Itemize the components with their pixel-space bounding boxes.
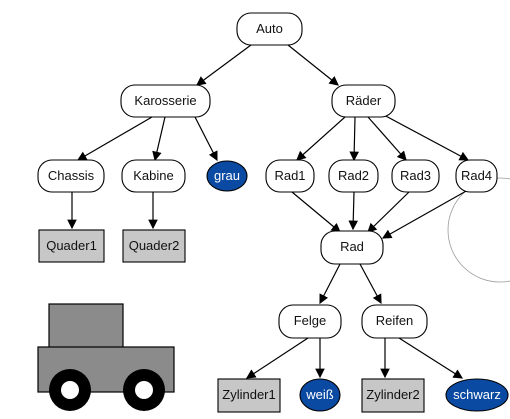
node-rad3 <box>391 159 440 193</box>
node-auto <box>236 12 303 46</box>
node-schwarz <box>445 378 509 412</box>
node-quader1-label: Quader1 <box>46 238 97 253</box>
node-rad <box>320 230 384 265</box>
node-rad3-label: Rad3 <box>400 168 431 183</box>
edge-karosserie-grau <box>194 116 218 162</box>
node-quader2 <box>122 229 186 263</box>
edge-raeder-rad3 <box>367 116 407 161</box>
node-rad1 <box>265 159 315 193</box>
node-karosserie-label: Karosserie <box>134 93 196 108</box>
node-rad1-label: Rad1 <box>274 168 305 183</box>
edge-rad4-rad <box>381 189 469 239</box>
edge-rad-reifen <box>359 263 382 305</box>
node-zylinder2 <box>361 378 425 413</box>
node-felge-label: Felge <box>294 313 327 328</box>
node-rad2-label: Rad2 <box>338 168 369 183</box>
edge-felge-zylinder1 <box>245 337 309 379</box>
node-grau <box>206 160 248 192</box>
edge-rad3-rad <box>367 191 410 233</box>
node-karosserie <box>120 84 211 118</box>
edge-auto-karosserie <box>196 44 252 86</box>
node-raeder <box>331 84 396 118</box>
node-weiss-label: weiß <box>305 387 334 402</box>
node-felge <box>278 304 342 339</box>
node-reifen-label: Reifen <box>376 313 414 328</box>
node-rad2 <box>328 159 379 193</box>
node-kabine-label: Kabine <box>133 168 173 183</box>
edge-karosserie-chassis <box>76 116 153 161</box>
node-kabine <box>121 159 186 193</box>
rear-wheel-hub-icon <box>135 381 153 399</box>
edge-reifen-schwarz <box>398 337 464 379</box>
node-raeder-label: Räder <box>346 93 382 108</box>
edge-rad-felge <box>319 263 341 305</box>
node-chassis-label: Chassis <box>48 168 95 183</box>
edge-raeder-rad2 <box>349 116 359 162</box>
node-schwarz-label: schwarz <box>453 387 501 402</box>
car-illustration <box>37 303 175 411</box>
edge-rad2-rad <box>348 191 359 231</box>
node-rad4 <box>455 159 498 193</box>
node-chassis <box>37 159 105 193</box>
car-cabin <box>48 303 124 350</box>
edge-auto-raeder <box>287 44 339 86</box>
node-zylinder2-label: Zylinder2 <box>366 387 419 402</box>
node-quader1 <box>38 229 105 263</box>
node-auto-label: Auto <box>256 21 283 36</box>
node-rad-label: Rad <box>340 239 364 254</box>
edge-rad1-rad <box>291 191 341 233</box>
node-quader2-label: Quader2 <box>129 238 180 253</box>
node-grau-label: grau <box>214 168 240 183</box>
guide-circle <box>447 177 510 283</box>
node-zylinder1 <box>217 378 281 413</box>
edge-karosserie-kabine <box>152 116 166 162</box>
edge-raeder-rad1 <box>296 116 346 161</box>
node-zylinder1-label: Zylinder1 <box>222 387 275 402</box>
node-weiss <box>299 378 341 412</box>
front-wheel-hub-icon <box>61 381 79 399</box>
edge-raeder-rad4 <box>381 113 470 161</box>
node-reifen <box>361 304 428 339</box>
node-rad4-label: Rad4 <box>461 168 492 183</box>
